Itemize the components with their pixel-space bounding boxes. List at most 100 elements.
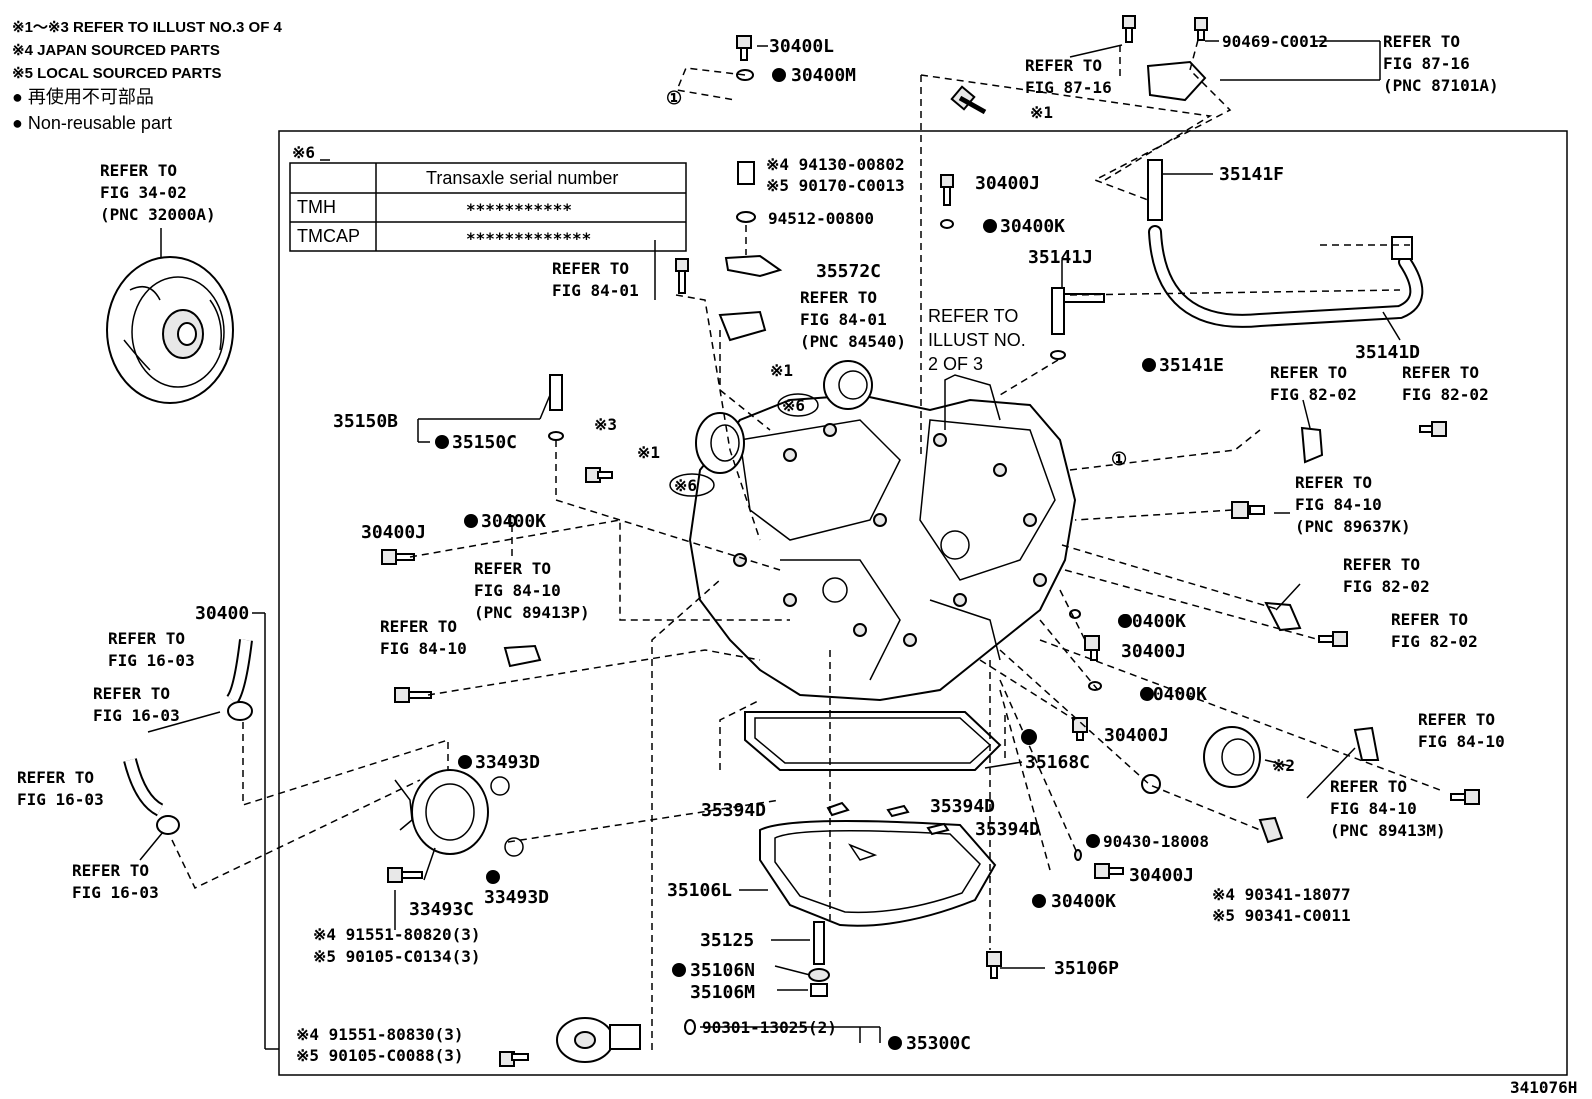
ref-line: FIG 82-02 [1270, 385, 1357, 404]
part-label: 30400M [791, 65, 856, 86]
oil-seal [823, 360, 873, 410]
torque-converter [106, 228, 234, 404]
ref-line: FIG 87-16 [1025, 78, 1112, 97]
part-label: 35394D [701, 800, 766, 821]
part-label: 35150C [452, 432, 517, 453]
part-label: 94512-00800 [768, 209, 874, 228]
table-row-value: ************* [466, 229, 591, 248]
part-label: 30400K [1142, 684, 1207, 705]
ref-line: (PNC 89637K) [1295, 517, 1411, 536]
oil-seal [1203, 726, 1261, 788]
pan-gasket [744, 711, 1002, 771]
ref-line: REFER TO [800, 288, 877, 307]
ref-line: (PNC 87101A) [1383, 76, 1499, 95]
part-label: 90430-18008 [1103, 832, 1209, 851]
part-label: 30400J [1104, 725, 1169, 746]
ref-line: REFER TO [17, 768, 94, 787]
mark: ※2 [1272, 756, 1295, 775]
ref-line: FIG 82-02 [1391, 632, 1478, 651]
table-header: Transaxle serial number [426, 168, 618, 188]
table-mark: ※6 [292, 143, 315, 162]
actuator-35300C [556, 1017, 641, 1063]
part-label: 35141D [1355, 342, 1420, 363]
reference-marks: ① ① ※6 ※6 ※1 ※1 ※1 ※2 ※3 [594, 88, 1295, 775]
ref-line: FIG 16-03 [17, 790, 104, 809]
part-label: ※4 91551-80830(3) [296, 1025, 464, 1044]
ref-line: ILLUST NO. [928, 330, 1026, 350]
ref-line: REFER TO [474, 559, 551, 578]
legend-line-5: ● Non-reusable part [12, 113, 172, 133]
ref-line: FIG 84-10 [1330, 799, 1417, 818]
part-label: ※5 90105-C0088(3) [296, 1046, 464, 1065]
reference-callouts: REFER TO FIG 34-02 (PNC 32000A) REFER TO… [17, 32, 1505, 902]
legend-line-3: ※5 LOCAL SOURCED PARTS [12, 65, 222, 82]
ref-line: FIG 34-02 [100, 183, 187, 202]
part-label: 30400J [975, 173, 1040, 194]
serial-number-table: ※6 Transaxle serial number TMH *********… [289, 143, 687, 252]
ref-line: REFER TO [93, 684, 170, 703]
part-label: 33493C [409, 899, 474, 920]
part-label: ※5 90105-C0134(3) [313, 947, 481, 966]
ref-line: (PNC 32000A) [100, 205, 216, 224]
assembly-frame [278, 130, 1568, 1076]
ref-line: REFER TO [1295, 473, 1372, 492]
part-label: 30400K [1051, 891, 1116, 912]
part-label: 90469-C0012 [1222, 32, 1328, 51]
illustration-id: 341076H [1510, 1078, 1577, 1097]
ref-line: REFER TO [552, 259, 629, 278]
legend-line-1: ※1〜※3 REFER TO ILLUST NO.3 OF 4 [12, 19, 283, 36]
ref-line: 2 OF 3 [928, 354, 983, 374]
part-label: 35394D [930, 796, 995, 817]
part-label: 33493D [484, 887, 549, 908]
part-label: 90301-13025(2) [702, 1018, 837, 1037]
ref-line: REFER TO [108, 629, 185, 648]
ref-line: REFER TO [1391, 610, 1468, 629]
non-reusable-dots [435, 68, 1156, 1050]
part-label: 30400K [1121, 611, 1186, 632]
table-row-value: *********** [466, 200, 572, 219]
part-label: 33493D [475, 752, 540, 773]
table-row-name: TMH [297, 197, 336, 217]
part-label: 30400K [481, 511, 546, 532]
part-label: ※5 90170-C0013 [766, 176, 905, 195]
legend: ※1〜※3 REFER TO ILLUST NO.3 OF 4 ※4 JAPAN… [12, 19, 283, 133]
part-label: 30400J [1121, 641, 1186, 662]
circle-mark: ※6 [782, 396, 805, 415]
part-label: 35141F [1219, 164, 1284, 185]
part-labels: 30400L 30400M 30400J 30400K 35141F 35141… [195, 32, 1420, 1065]
part-label: 35106N [690, 960, 755, 981]
ref-line: FIG 82-02 [1402, 385, 1489, 404]
ref-line: REFER TO [928, 306, 1018, 326]
pump-33493C [394, 769, 524, 857]
oil-seal [695, 412, 745, 474]
ref-line: FIG 16-03 [93, 706, 180, 725]
mark: ※1 [1030, 103, 1053, 122]
part-label: 35572C [816, 261, 881, 282]
ref-line: REFER TO [1025, 56, 1102, 75]
part-label: 35394D [975, 819, 1040, 840]
part-label: ※5 90341-C0011 [1212, 906, 1351, 925]
part-label: 35141E [1159, 355, 1224, 376]
part-label: 30400J [1129, 865, 1194, 886]
part-label: 30400L [769, 36, 834, 57]
part-label: 35141J [1028, 247, 1093, 268]
ref-line: FIG 84-10 [1295, 495, 1382, 514]
part-label: 30400K [1000, 216, 1065, 237]
ref-line: (PNC 89413P) [474, 603, 590, 622]
mark: ※1 [637, 443, 660, 462]
ref-line: (PNC 84540) [800, 332, 906, 351]
ref-line: FIG 87-16 [1383, 54, 1470, 73]
ref-line: FIG 84-10 [1418, 732, 1505, 751]
legend-line-4: ● 再使用不可部品 [12, 87, 154, 107]
part-label: 35300C [906, 1033, 971, 1054]
ref-line: FIG 84-01 [552, 281, 639, 300]
part-label: 30400J [361, 522, 426, 543]
ref-line: FIG 82-02 [1343, 577, 1430, 596]
circle-mark: ※6 [674, 476, 697, 495]
transaxle-case [688, 374, 1077, 702]
ref-line: FIG 84-10 [380, 639, 467, 658]
ref-line: REFER TO [100, 161, 177, 180]
ref-line: REFER TO [1343, 555, 1420, 574]
part-label: 30400 [195, 603, 249, 624]
